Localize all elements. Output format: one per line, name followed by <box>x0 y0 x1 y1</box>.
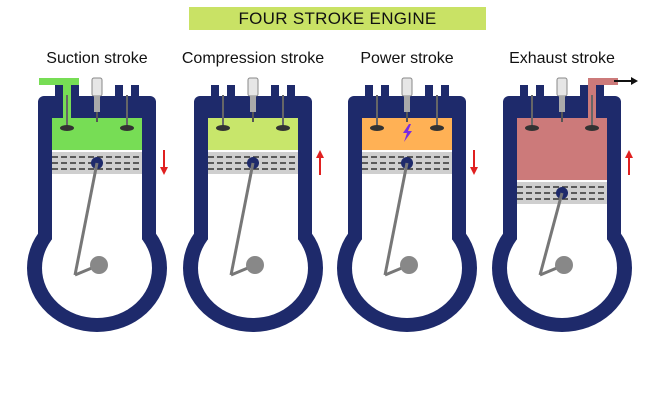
intake-port-wall <box>55 85 63 105</box>
engine-2 <box>183 77 324 332</box>
engine-3 <box>337 77 478 332</box>
crankshaft <box>246 256 264 274</box>
intake-valve-head <box>60 125 74 131</box>
intake-valve-head <box>370 125 384 131</box>
exhaust-port-wall <box>131 85 139 105</box>
crankshaft <box>400 256 418 274</box>
spark-plug-body <box>250 96 256 112</box>
connecting-rod <box>383 162 409 276</box>
exhaust-stroke-label: Exhaust stroke <box>509 50 615 67</box>
exhaust-port-wall <box>115 85 123 105</box>
spark-plug <box>401 77 413 97</box>
intake-port-wall <box>71 85 79 105</box>
engine-4 <box>492 77 638 332</box>
intake-port-wall <box>520 85 528 105</box>
exhaust-pipe <box>592 78 618 85</box>
direction-arrowhead <box>316 150 324 158</box>
connecting-rod <box>538 192 564 276</box>
direction-arrowhead <box>160 167 168 175</box>
intake-port-wall <box>211 85 219 105</box>
spark-plug <box>247 77 259 97</box>
spark-plug <box>556 77 568 97</box>
spark-plug-body <box>404 96 410 112</box>
direction-arrowhead <box>470 167 478 175</box>
exhaust-port-wall <box>441 85 449 105</box>
crankshaft <box>555 256 573 274</box>
intake-valve-head <box>216 125 230 131</box>
exhaust-port-wall <box>271 85 279 105</box>
intake-port-wall <box>381 85 389 105</box>
intake-port-wall <box>536 85 544 105</box>
intake-valve-head <box>525 125 539 131</box>
diagram-title: FOUR STROKE ENGINE <box>189 7 486 30</box>
spark-plug-body <box>559 96 565 112</box>
intake-pipe <box>39 78 79 85</box>
exhaust-port-wall <box>596 85 604 105</box>
exhaust-valve-head <box>276 125 290 131</box>
intake-port-wall <box>227 85 235 105</box>
connecting-rod <box>73 162 99 276</box>
crankshaft <box>90 256 108 274</box>
connecting-rod <box>229 162 255 276</box>
direction-arrowhead <box>625 150 633 158</box>
exhaust-port-wall <box>425 85 433 105</box>
power-stroke-label: Power stroke <box>360 50 454 67</box>
suction-stroke-label: Suction stroke <box>46 50 148 67</box>
exhaust-flow-arrowhead <box>631 77 638 85</box>
gas-charge <box>52 118 142 150</box>
exhaust-port-wall <box>580 85 588 105</box>
spark-plug-body <box>94 96 100 112</box>
compression-stroke-label: Compression stroke <box>181 50 325 67</box>
spark-icon <box>403 124 412 142</box>
engine-1 <box>27 77 168 332</box>
intake-port-wall <box>365 85 373 105</box>
gas-charge <box>208 118 298 150</box>
spark-plug <box>91 77 103 97</box>
exhaust-port-wall <box>287 85 295 105</box>
exhaust-valve-head <box>430 125 444 131</box>
exhaust-valve-head <box>585 125 599 131</box>
exhaust-valve-head <box>120 125 134 131</box>
